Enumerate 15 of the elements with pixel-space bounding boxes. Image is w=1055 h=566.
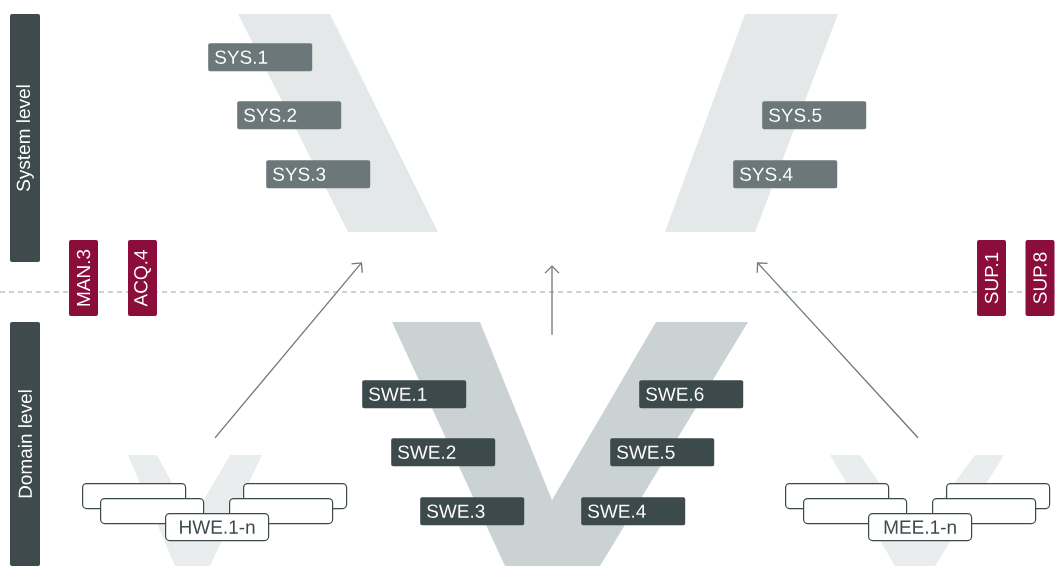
arrow bbox=[544, 265, 560, 336]
process-box: MAN.3 bbox=[69, 240, 98, 316]
arrow bbox=[214, 262, 363, 439]
process-box: ACQ.4 bbox=[128, 240, 157, 316]
process-box: SWE.3 bbox=[420, 497, 525, 526]
level-band: System level bbox=[10, 14, 40, 262]
process-box: SUP.8 bbox=[1025, 240, 1055, 316]
process-box: SYS.1 bbox=[208, 43, 313, 72]
process-box: SUP.1 bbox=[977, 240, 1006, 316]
process-box: SWE.2 bbox=[391, 438, 496, 467]
arrow bbox=[756, 262, 919, 439]
process-box: SYS.5 bbox=[762, 101, 867, 130]
process-box: SWE.1 bbox=[362, 380, 467, 409]
level-band: Domain level bbox=[10, 322, 40, 566]
process-box: MEE.1-n bbox=[868, 513, 973, 542]
